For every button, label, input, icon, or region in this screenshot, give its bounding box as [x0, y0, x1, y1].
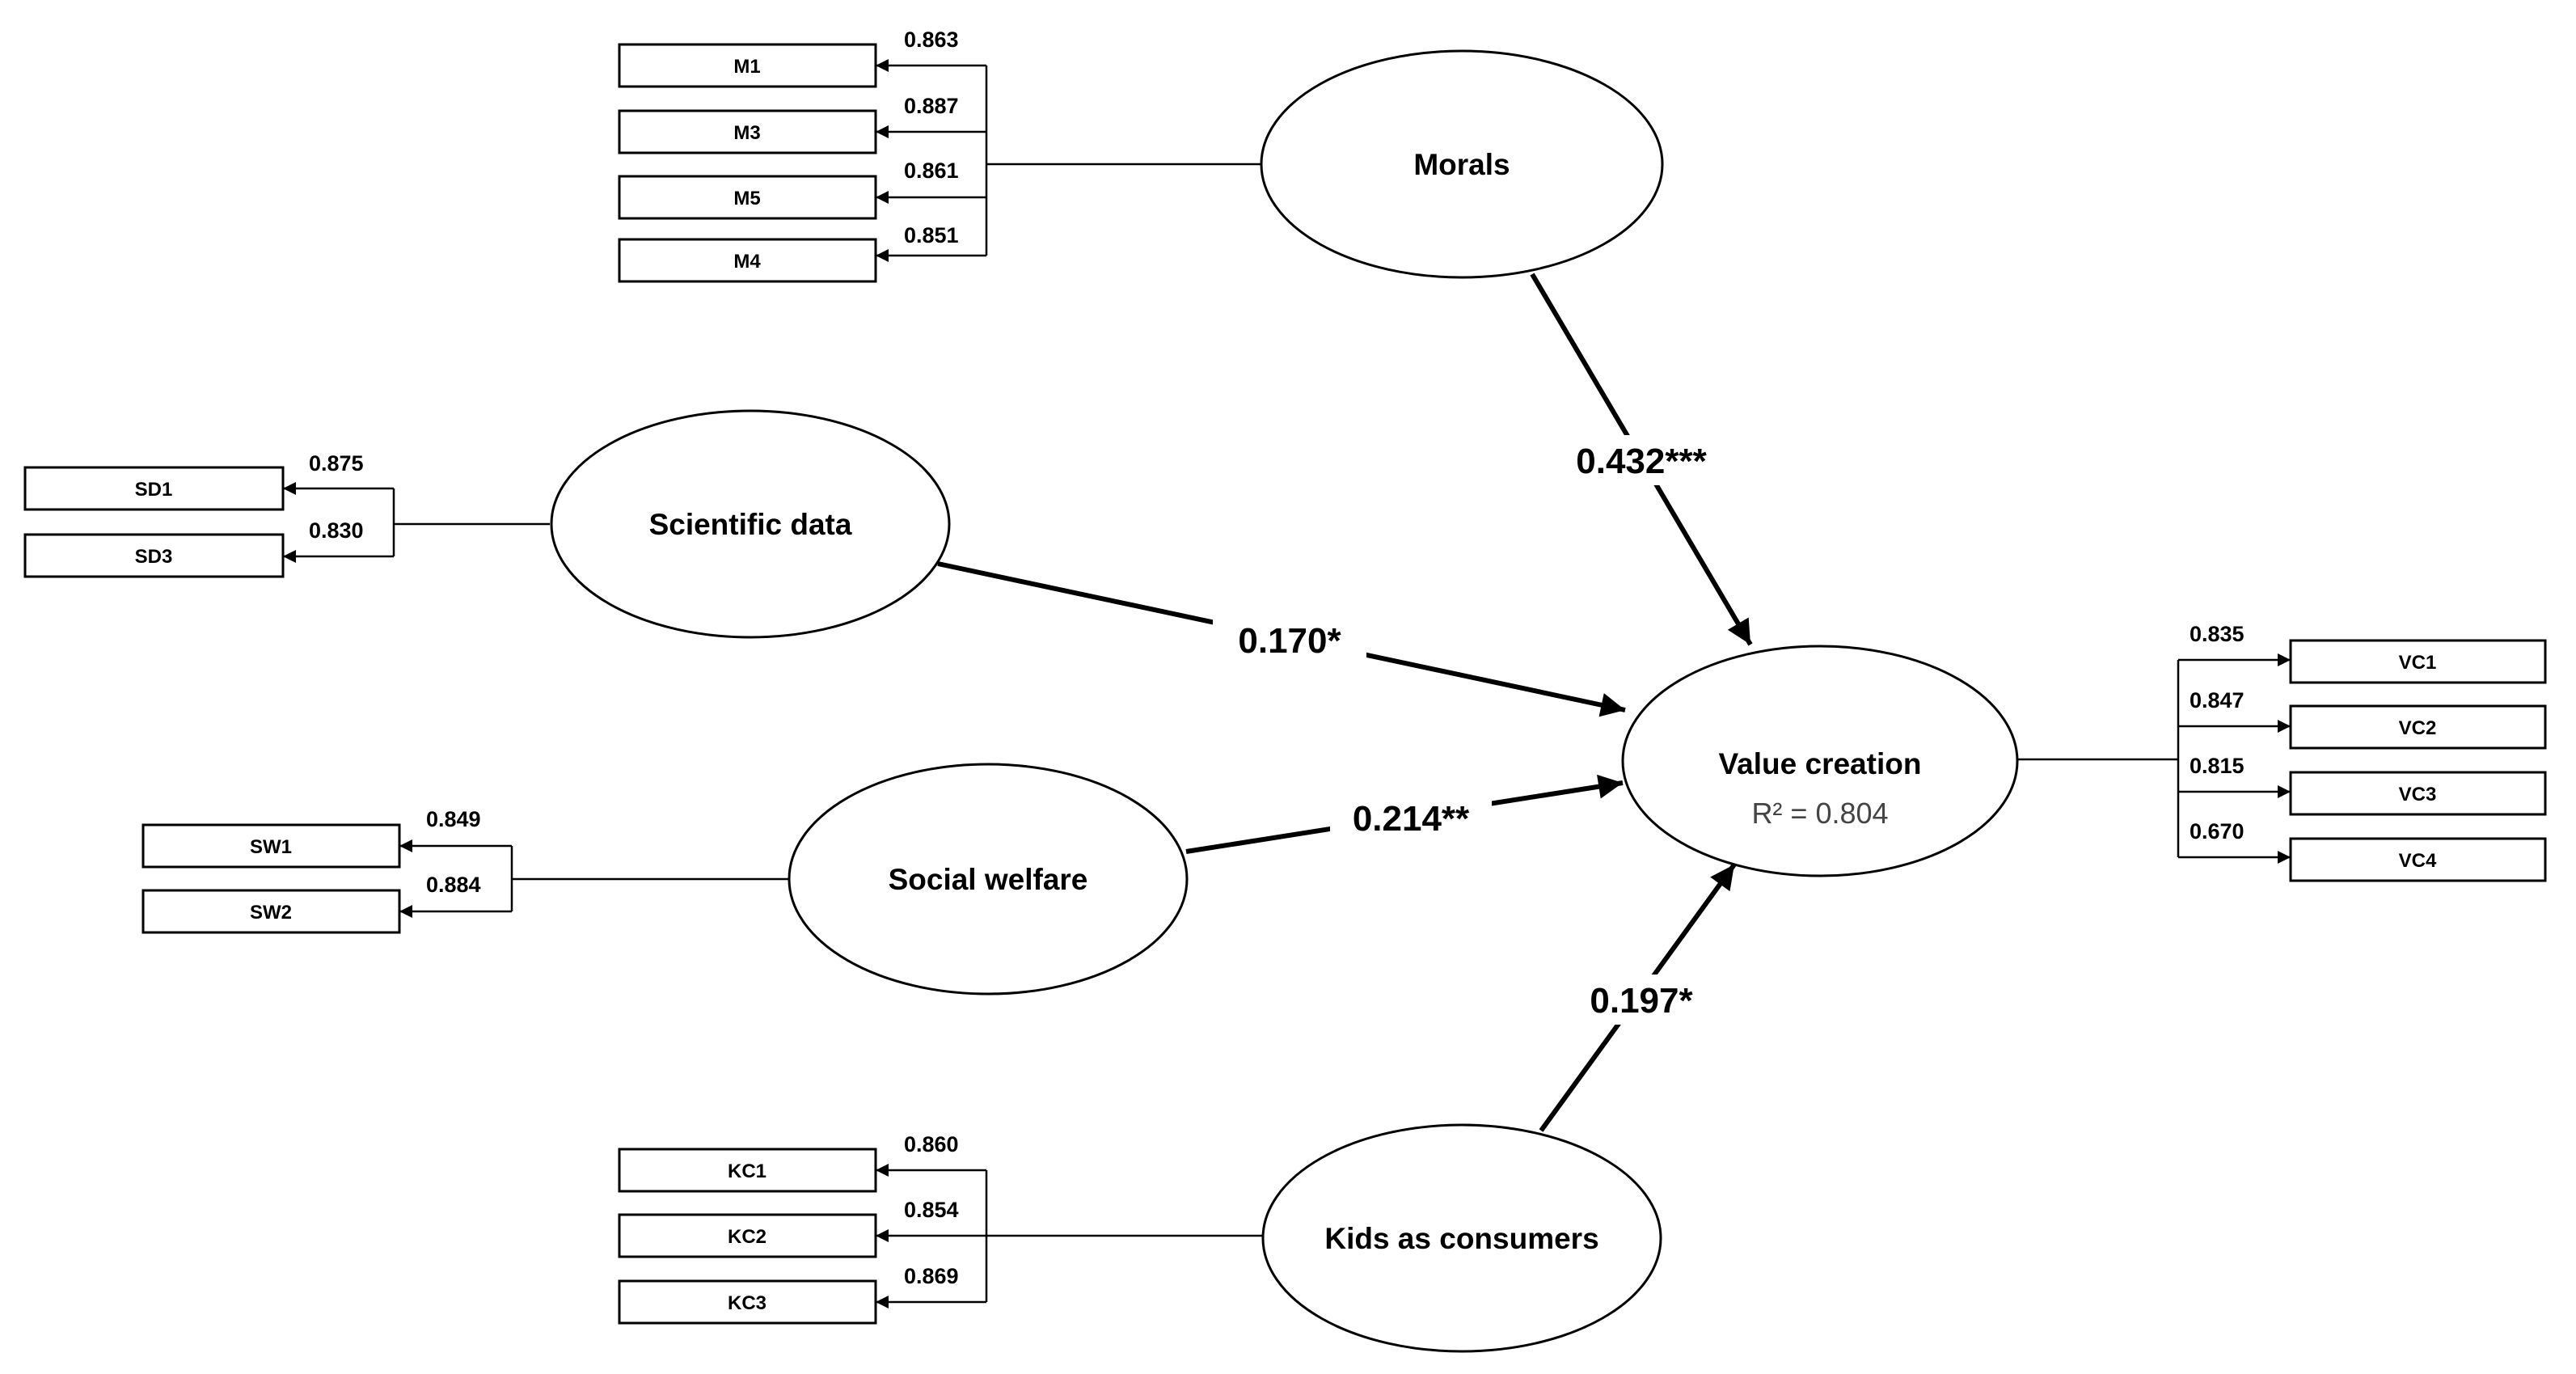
- indicator-box-sd3: [23, 533, 285, 578]
- loading-vc1: 0.835: [2190, 622, 2244, 646]
- indicator-box-vc4: [2289, 837, 2547, 882]
- r-squared-label: R² = 0.804: [1751, 797, 1888, 830]
- indicator-label-sd3: SD3: [135, 546, 173, 568]
- path-label-bg-social-welfare: [1330, 793, 1492, 843]
- indicator-box-kc2: [618, 1213, 877, 1258]
- construct-morals: [1260, 49, 1664, 279]
- loading-kc3: 0.869: [904, 1264, 959, 1288]
- loading-sw2: 0.884: [426, 873, 481, 897]
- loading-vc2: 0.847: [2190, 688, 2244, 712]
- construct-scientific-data: [550, 409, 951, 639]
- path-label-bg-scientific-data: [1213, 615, 1366, 665]
- loading-kc1: 0.860: [904, 1132, 959, 1156]
- indicator-label-vc3: VC3: [2399, 784, 2437, 805]
- loading-sd3: 0.830: [309, 518, 364, 543]
- loading-m1: 0.863: [904, 27, 959, 52]
- morals-measurement-block: M1 M3 M5 M4 0.863 0.887 0.861 0.851 Mora…: [618, 27, 1664, 283]
- indicator-label-kc1: KC1: [728, 1161, 766, 1182]
- construct-social-welfare: [788, 763, 1189, 996]
- structural-paths: 0.432*** 0.170* 0.214** 0.197*: [937, 273, 1753, 1132]
- construct-label-scientific-data: Scientific data: [649, 508, 852, 541]
- path-coefficient-kids-as-consumers: 0.197*: [1590, 981, 1693, 1021]
- indicator-box-vc3: [2289, 771, 2547, 816]
- scientific-data-measurement-block: SD1 SD3 0.875 0.830 Scientific data: [23, 409, 951, 639]
- loading-vc3: 0.815: [2190, 754, 2244, 778]
- path-label-bg-morals: [1560, 435, 1722, 485]
- construct-label-value-creation: Value creation: [1719, 747, 1922, 780]
- indicator-box-kc3: [618, 1279, 877, 1325]
- indicator-label-vc1: VC1: [2399, 652, 2437, 674]
- indicator-label-kc2: KC2: [728, 1226, 766, 1248]
- loading-vc4: 0.670: [2190, 819, 2244, 843]
- indicator-box-vc2: [2289, 704, 2547, 750]
- construct-value-creation: [1621, 645, 2019, 877]
- loading-kc2: 0.854: [904, 1198, 959, 1222]
- indicator-label-m1: M1: [733, 56, 760, 78]
- indicator-label-m5: M5: [733, 188, 760, 209]
- indicator-box-kc1: [618, 1148, 877, 1193]
- indicator-label-m3: M3: [733, 122, 760, 144]
- construct-label-morals: Morals: [1413, 148, 1510, 181]
- indicator-label-sw1: SW1: [250, 836, 292, 858]
- indicator-box-m4: [618, 238, 877, 283]
- indicator-box-m1: [618, 43, 877, 88]
- path-coefficient-morals: 0.432***: [1576, 442, 1707, 481]
- loading-sw1: 0.849: [426, 807, 481, 831]
- path-label-bg-kids-as-consumers: [1569, 974, 1714, 1025]
- kids-as-consumers-measurement-block: KC1 KC2 KC3 0.860 0.854 0.869 Kids as co…: [618, 1123, 1662, 1353]
- indicator-label-vc2: VC2: [2399, 717, 2437, 739]
- indicator-box-sw2: [141, 889, 401, 934]
- indicator-label-sw2: SW2: [250, 902, 292, 924]
- indicator-label-kc3: KC3: [728, 1292, 766, 1314]
- loading-m5: 0.861: [904, 159, 959, 183]
- loading-m3: 0.887: [904, 94, 959, 118]
- indicator-box-vc1: [2289, 639, 2547, 684]
- indicator-label-m4: M4: [733, 251, 761, 273]
- path-coefficient-social-welfare: 0.214**: [1353, 799, 1470, 839]
- indicator-label-sd1: SD1: [135, 479, 173, 501]
- loading-m4: 0.851: [904, 223, 959, 247]
- loading-sd1: 0.875: [309, 451, 364, 476]
- indicator-box-m3: [618, 109, 877, 154]
- construct-label-social-welfare: Social welfare: [889, 863, 1088, 896]
- path-coefficient-scientific-data: 0.170*: [1238, 621, 1341, 661]
- indicator-label-vc4: VC4: [2399, 850, 2437, 872]
- value-creation-measurement-block: VC1 VC2 VC3 VC4 0.835 0.847 0.815 0.670 …: [1621, 622, 2547, 882]
- construct-kids-as-consumers: [1261, 1123, 1662, 1353]
- social-welfare-measurement-block: SW1 SW2 0.849 0.884 Social welfare: [141, 763, 1189, 996]
- indicator-box-sd1: [23, 466, 285, 511]
- construct-label-kids-as-consumers: Kids as consumers: [1324, 1222, 1598, 1255]
- indicator-box-m5: [618, 175, 877, 220]
- indicator-box-sw1: [141, 823, 401, 869]
